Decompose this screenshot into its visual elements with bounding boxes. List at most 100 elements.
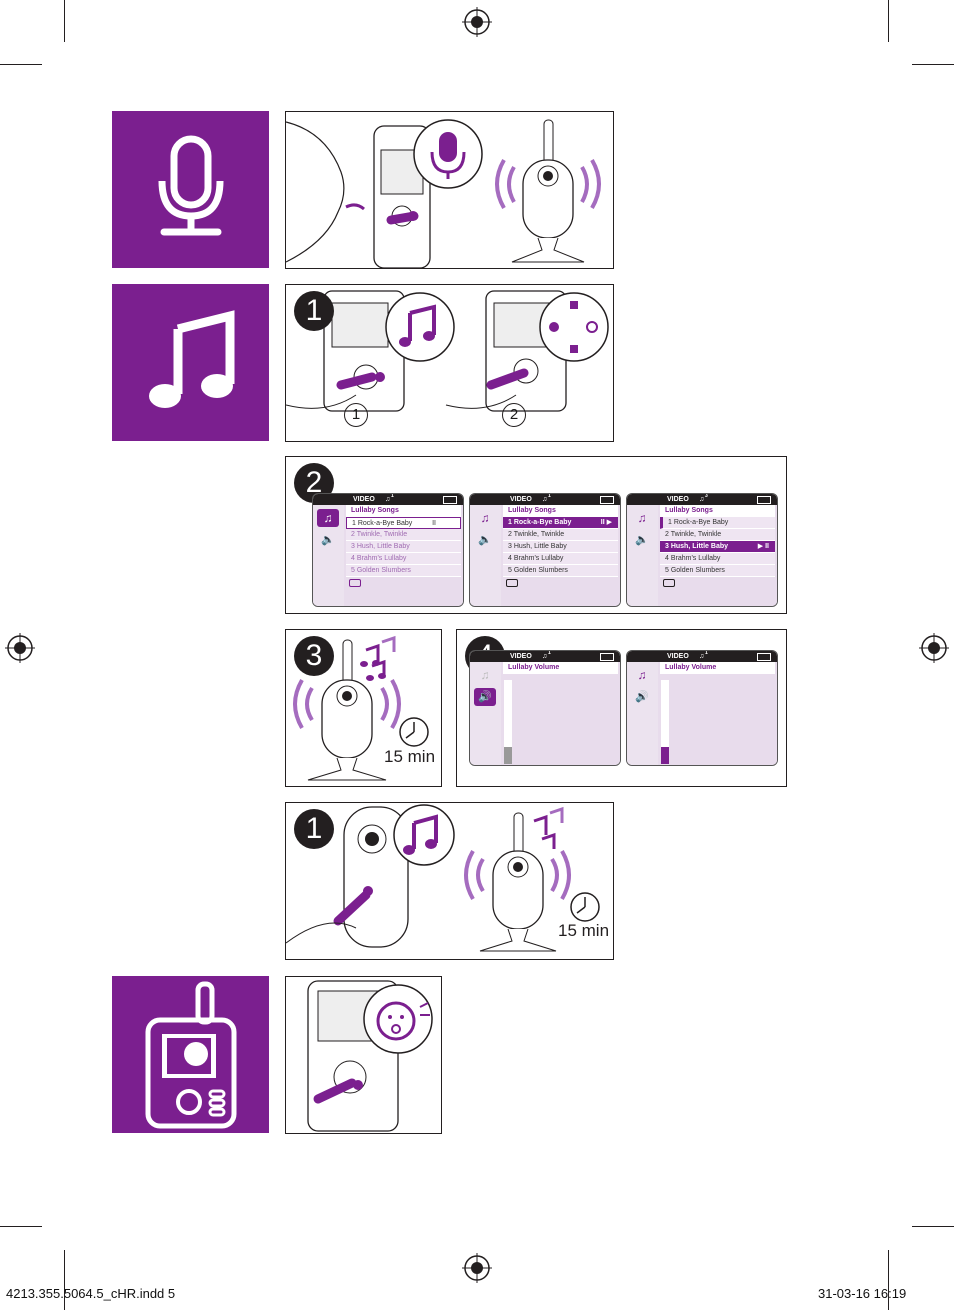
timer-label: 15 min [558,921,610,940]
screen-mode-label: VIDEO [667,653,689,660]
track-number: 1 [548,650,551,656]
song-item[interactable]: 2 Twinkle, Twinkle [660,529,775,541]
screen-header: VIDEO ♫ 1 [470,651,620,662]
music-note-icon [149,310,235,408]
lullaby-tile [112,284,269,441]
talk-back-illustration [285,111,614,269]
battery-icon [757,496,771,504]
list-title: Lullaby Songs [660,505,775,517]
substep-number: 1 [344,403,368,427]
registration-mark-icon [462,1253,492,1283]
parent-unit-alert-illustration [285,976,442,1134]
speaker-icon: 🔈 [321,534,335,546]
step-number: 3 [294,636,334,676]
track-number: 1 [548,493,551,499]
song-item[interactable]: 2 Twinkle, Twinkle [503,529,618,541]
screen-mode-label: VIDEO [667,496,689,503]
volume-title: Lullaby Volume [660,662,775,674]
repeat-icon [506,579,518,587]
song-item[interactable]: 4 Brahm's Lullaby [660,553,775,565]
volume-slider[interactable] [504,680,512,764]
song-selection-panel: 2 VIDEO ♫ 1 ♫ 🔈 Lullaby Songs 1 Rock-a-B… [285,456,787,614]
speaker-icon: 🔈 [478,534,492,546]
screen-menu-sidebar: ♫ 🔊 [470,662,501,765]
screen-mode-label: VIDEO [510,653,532,660]
song-item[interactable]: 5 Golden Slumbers [503,565,618,577]
parent-unit-tile [112,976,269,1133]
baby-unit-lullaby-illustration: 1 15 min [285,802,614,960]
screen-mode-label: VIDEO [353,496,375,503]
repeat-icon [663,579,675,587]
step-number: 1 [294,809,334,849]
music-note-icon: ♫ [480,668,490,682]
screen-header: VIDEO ♫ 1 [313,494,463,505]
lullaby-activate-illustration: 1 1 2 [285,284,614,442]
song-item[interactable]: 4 Brahm's Lullaby [346,553,461,565]
repeat-icon [349,579,361,587]
lullaby-screen: VIDEO ♫ 3 ♫ 🔈 Lullaby Songs 1 Rock-a-Bye… [626,493,778,607]
music-note-icon: ♫ [542,496,548,503]
speaker-icon: 🔊 [635,691,649,703]
song-item[interactable]: 3 Hush, Little Baby [503,541,618,553]
volume-screen: VIDEO ♫ 1 ♫ 🔊 Lullaby Volume [469,650,621,766]
talk-back-tile [112,111,269,268]
song-item[interactable]: 5 Golden Slumbers [346,565,461,577]
crop-mark [64,1250,65,1310]
pause-icon: II [432,520,436,527]
volume-screen: VIDEO ♫ 1 ♫ 🔊 Lullaby Volume [626,650,778,766]
song-item[interactable]: 2 Twinkle, Twinkle [346,529,461,541]
battery-icon [443,496,457,504]
timer-label: 15 min [384,747,436,766]
battery-icon [600,496,614,504]
song-label: 3 Hush, Little Baby [665,543,729,550]
song-item[interactable]: 5 Golden Slumbers [660,565,775,577]
step-number: 1 [294,291,334,331]
screen-menu-sidebar: ♫ 🔈 [313,505,344,606]
song-item[interactable]: 3 Hush, Little Baby [346,541,461,553]
music-note-icon: ♫ [699,653,705,660]
list-title: Lullaby Songs [503,505,618,517]
song-item[interactable]: 4 Brahm's Lullaby [503,553,618,565]
footer-file-name: 4213.355.5064.5_cHR.indd 5 [6,1286,176,1301]
screen-header: VIDEO ♫ 3 [627,494,777,505]
music-note-icon: ♫ [637,668,647,682]
registration-mark-icon [5,633,35,663]
song-list: Lullaby Songs 1 Rock-a-Bye Baby 2 Twinkl… [658,505,777,606]
lullaby-volume-panel: 4 VIDEO ♫ 1 ♫ 🔊 Lullaby Volume VIDEO ♫ 1… [456,629,787,787]
track-number: 1 [705,650,708,656]
registration-mark-icon [919,633,949,663]
lullaby-screen: VIDEO ♫ 1 ♫ 🔈 Lullaby Songs 1 Rock-a-Bye… [312,493,464,607]
music-note-icon: ♫ [699,496,705,503]
volume-area: Lullaby Volume [658,662,777,765]
music-note-icon: ♫ [317,509,339,527]
track-number: 3 [705,493,708,499]
track-number: 1 [391,493,394,499]
volume-title: Lullaby Volume [503,662,618,674]
crop-mark [0,64,42,65]
battery-icon [600,653,614,661]
volume-slider[interactable] [661,680,669,764]
music-note-icon: ♫ [637,511,647,525]
play-pause-icon: ▶ II [757,543,769,550]
music-note-icon: ♫ [542,653,548,660]
play-pause-icon: II ▶ [600,519,612,526]
footer-date: 31-03-16 16:19 [818,1286,907,1301]
music-note-icon: ♫ [480,511,490,525]
song-item[interactable]: 3 Hush, Little Baby ▶ II [660,541,775,553]
screen-menu-sidebar: ♫ 🔊 [627,662,658,765]
crop-mark [64,0,65,42]
screen-menu-sidebar: ♫ 🔈 [627,505,658,606]
crop-mark [912,1226,954,1227]
lullaby-screen: VIDEO ♫ 1 ♫ 🔈 Lullaby Songs 1 Rock-a-Bye… [469,493,621,607]
screen-mode-label: VIDEO [510,496,532,503]
volume-level [661,747,669,764]
song-item[interactable]: 1 Rock-a-Bye Baby [660,517,775,529]
registration-mark-icon [462,7,492,37]
crop-mark [912,64,954,65]
crop-mark [888,1250,889,1310]
crop-mark [0,1226,42,1227]
